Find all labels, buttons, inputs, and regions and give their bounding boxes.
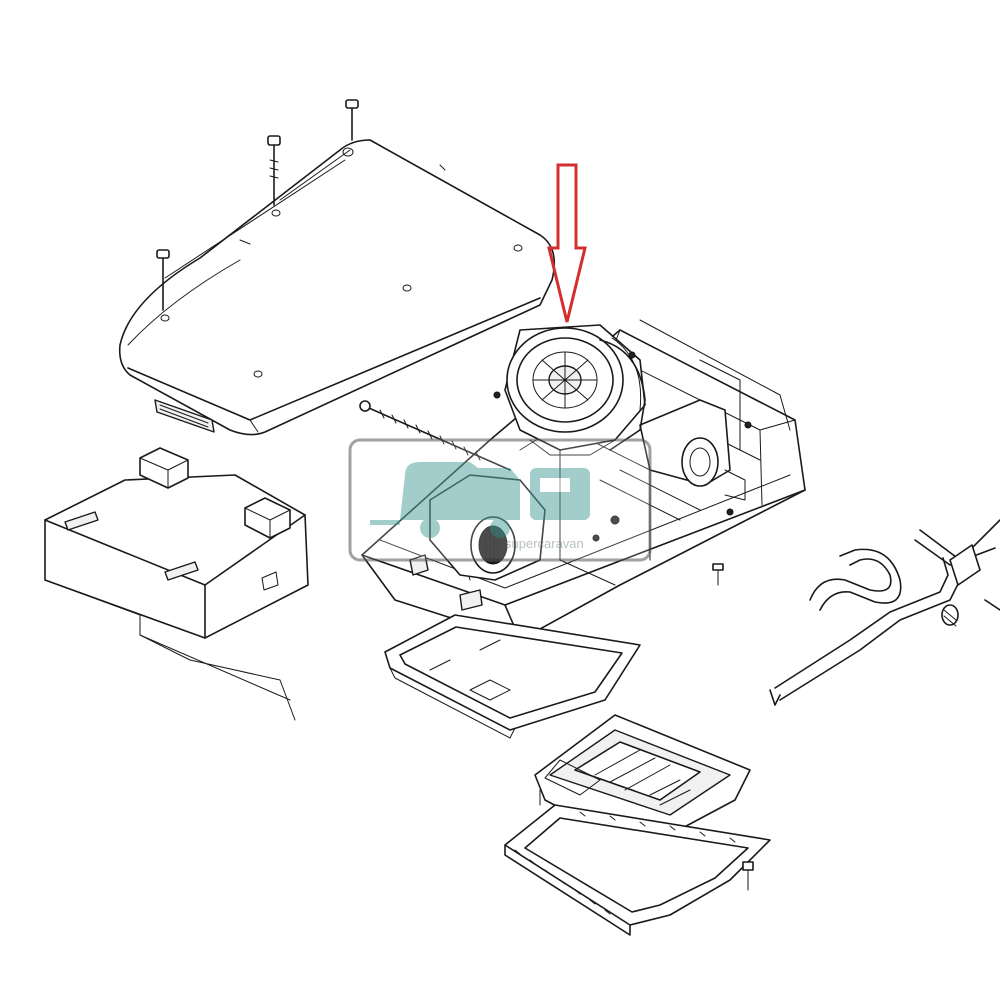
screw — [267, 135, 281, 206]
refrigerant-pipe — [769, 519, 1000, 706]
threaded-rod — [359, 400, 511, 471]
mounting-frame — [504, 804, 771, 936]
fan-assembly — [493, 324, 646, 456]
caravan-logo-icon — [370, 462, 590, 538]
gasket-frame — [384, 614, 641, 739]
screw — [345, 99, 359, 141]
inner-cover — [44, 447, 309, 721]
screw — [156, 249, 170, 311]
watermark: supercaravan — [348, 438, 652, 562]
cover-screws — [156, 99, 359, 311]
highlight-arrow — [547, 163, 587, 323]
top-cover — [118, 139, 556, 436]
watermark-text: supercaravan — [505, 536, 584, 551]
